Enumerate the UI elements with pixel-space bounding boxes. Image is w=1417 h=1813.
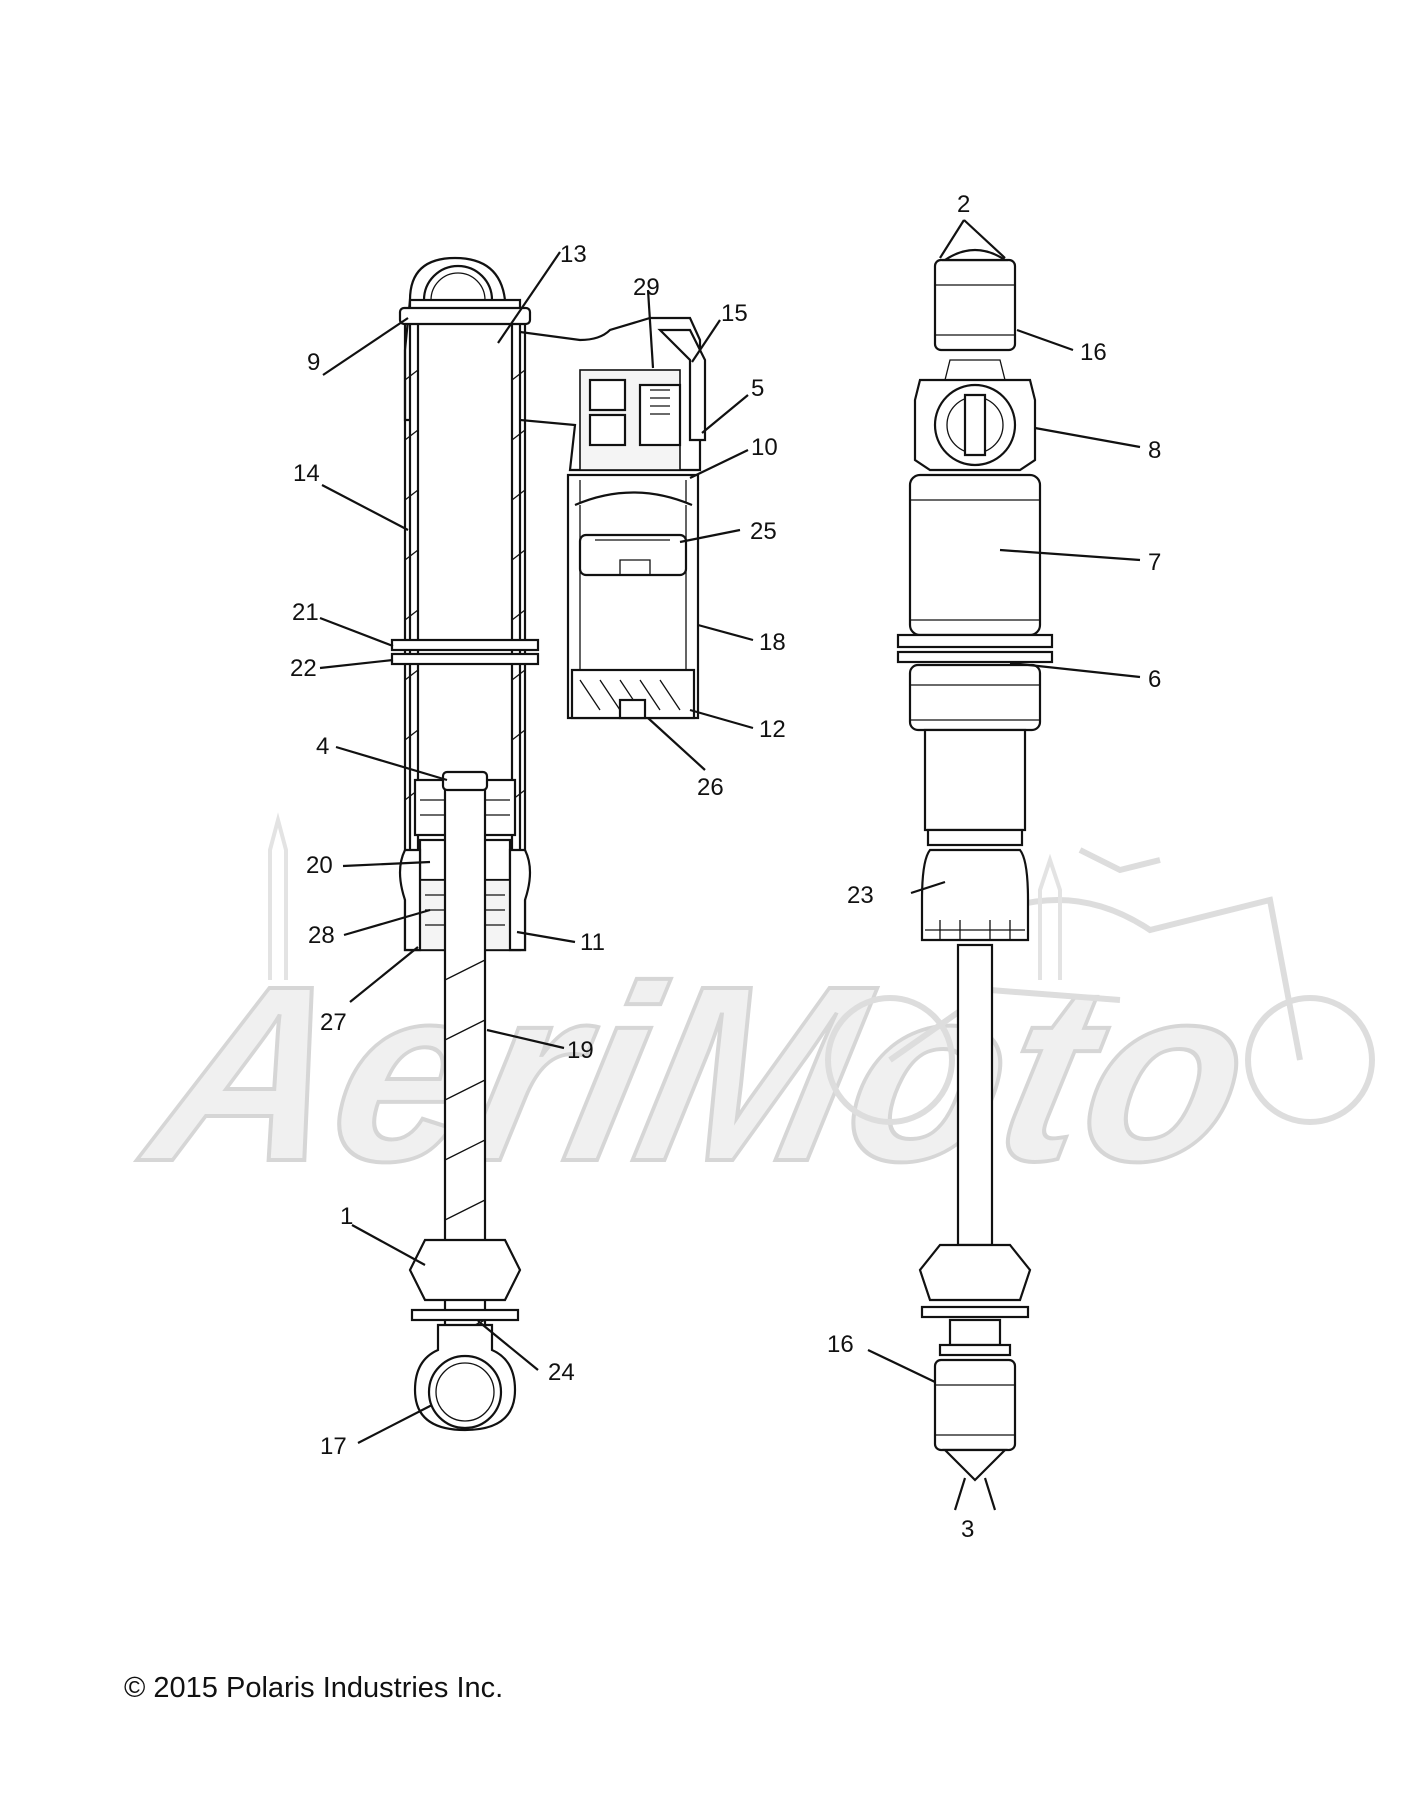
callout-16-top: 16 xyxy=(1080,339,1107,366)
callout-10: 10 xyxy=(751,434,778,461)
callout-13: 13 xyxy=(560,241,587,268)
lower-clevis xyxy=(948,1318,1002,1347)
callout-18: 18 xyxy=(759,629,786,656)
lower-body-ring xyxy=(926,828,1024,847)
callout-25: 25 xyxy=(750,518,777,545)
callout-8: 8 xyxy=(1148,437,1161,464)
shaft-hatch xyxy=(444,959,486,1341)
callout-11: 11 xyxy=(580,929,605,956)
callout-4: 4 xyxy=(316,733,329,760)
lower-eye-inner xyxy=(435,1362,495,1422)
leader-lines xyxy=(319,219,1141,1511)
callout-labels: 1 2 3 4 5 6 7 8 9 10 11 12 13 14 15 16 1… xyxy=(290,191,1161,1543)
callout-26: 26 xyxy=(697,774,724,801)
top-cap xyxy=(398,306,532,326)
lower-spacer xyxy=(938,1343,1012,1357)
bump-stop xyxy=(408,1238,522,1302)
callout-9: 9 xyxy=(307,349,320,376)
callout-15: 15 xyxy=(721,300,748,327)
watermark-logo: AeriMoto xyxy=(123,689,1375,1215)
callout-19: 19 xyxy=(567,1037,594,1064)
exterior-bump-stop xyxy=(918,1243,1032,1302)
callout-6: 6 xyxy=(1148,666,1161,693)
callout-7: 7 xyxy=(1148,549,1161,576)
retainer-ring-lower xyxy=(390,652,540,666)
callout-2: 2 xyxy=(957,191,970,218)
bump-washer xyxy=(410,1308,520,1322)
copyright-notice: © 2015 Polaris Industries Inc. xyxy=(124,1672,504,1704)
callout-1: 1 xyxy=(340,1203,353,1230)
shaft-top-cap xyxy=(441,770,489,792)
reservoir-piston xyxy=(578,533,688,577)
retainer-ring-upper xyxy=(390,638,540,652)
reservoir xyxy=(566,473,700,720)
cutaway-shock-assembly xyxy=(390,256,707,1432)
lower-spacer-3 xyxy=(942,1448,1008,1482)
callout-14: 14 xyxy=(293,460,320,487)
callout-29: 29 xyxy=(633,274,660,301)
upper-body xyxy=(908,473,1042,637)
callout-5: 5 xyxy=(751,375,764,402)
top-spacer-2 xyxy=(941,249,1009,262)
lower-body xyxy=(923,728,1027,832)
callout-28: 28 xyxy=(308,922,335,949)
lower-eye-outer xyxy=(427,1354,503,1430)
callout-22: 22 xyxy=(290,655,317,682)
preload-collar-lower xyxy=(896,650,1054,664)
callout-20: 20 xyxy=(306,852,333,879)
exterior-shaft xyxy=(956,943,994,1247)
callout-27: 27 xyxy=(320,1009,347,1036)
callout-24: 24 xyxy=(548,1359,575,1386)
callout-21: 21 xyxy=(292,599,319,626)
exterior-shock-assembly xyxy=(896,249,1054,1482)
callout-3: 3 xyxy=(961,1516,974,1543)
callout-12: 12 xyxy=(759,716,786,743)
callout-23: 23 xyxy=(847,882,874,909)
callout-17: 17 xyxy=(320,1433,347,1460)
top-bushing xyxy=(933,258,1017,352)
preload-collar xyxy=(896,633,1054,649)
lower-bushing xyxy=(933,1358,1017,1452)
exterior-washer xyxy=(920,1305,1030,1319)
bottom-cap xyxy=(920,848,1030,942)
callout-16-bottom: 16 xyxy=(827,1331,854,1358)
watermark-text: AeriMoto xyxy=(125,934,1274,1214)
